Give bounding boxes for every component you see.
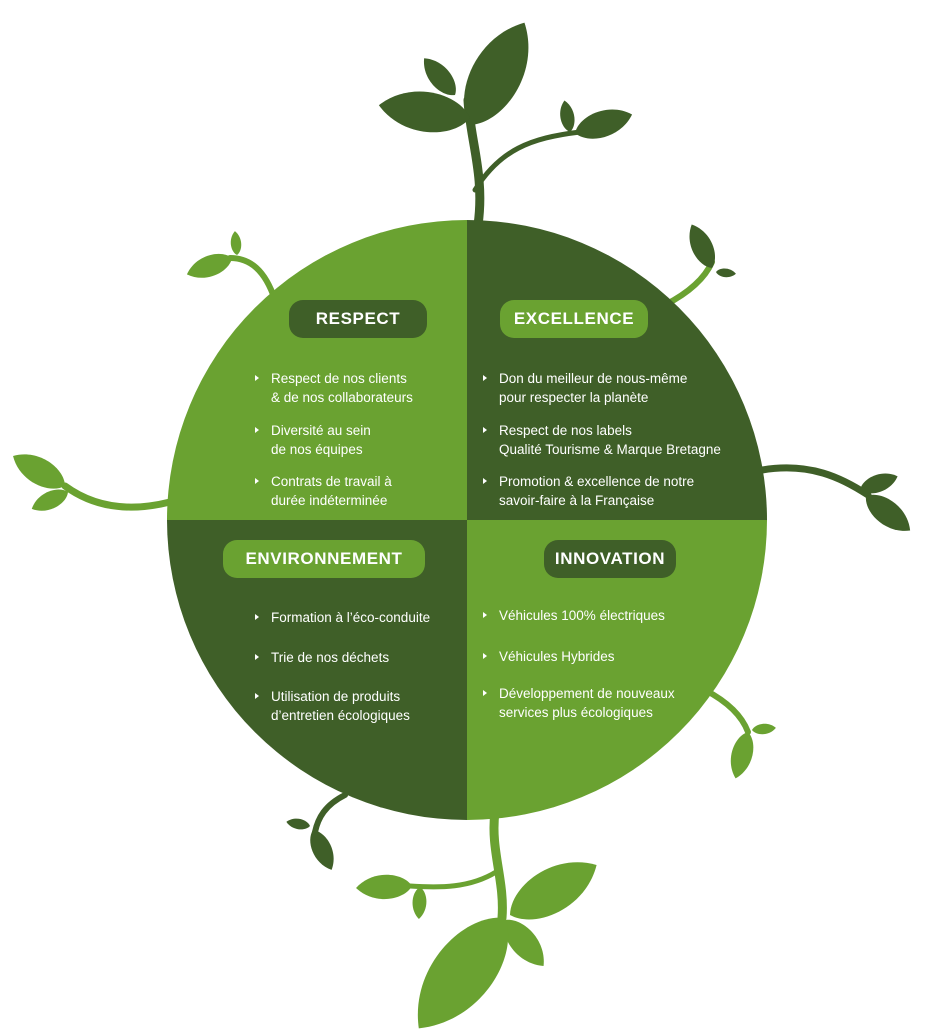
item-line: savoir-faire à la Française	[499, 493, 655, 508]
item-line: Respect de nos clients	[271, 371, 407, 386]
respect-title: RESPECT	[289, 300, 427, 338]
list-item: Respect de nos clients & de nos collabor…	[255, 369, 460, 407]
item-line: Trie de nos déchets	[271, 650, 390, 665]
bullet-icon	[483, 478, 487, 484]
item-line: de nos équipes	[271, 442, 363, 457]
item-line: Développement de nouveaux	[499, 686, 675, 701]
list-item: Don du meilleur de nous-même pour respec…	[483, 369, 748, 407]
item-line: pour respecter la planète	[499, 390, 649, 405]
quadrant-innovation	[467, 520, 767, 820]
excellence-title: EXCELLENCE	[500, 300, 648, 338]
list-item: Respect de nos labels Qualité Tourisme &…	[483, 421, 748, 459]
excellence-list: Don du meilleur de nous-même pour respec…	[483, 369, 748, 510]
bottom-branch-left	[407, 869, 499, 890]
item-line: durée indéterminée	[271, 493, 388, 508]
item-line: Don du meilleur de nous-même	[499, 371, 688, 386]
item-line: Utilisation de produits	[271, 689, 401, 704]
list-item: Trie de nos déchets	[255, 648, 460, 667]
bullet-icon	[483, 427, 487, 433]
leaf-upper-left	[183, 248, 236, 285]
innovation-title: INNOVATION	[544, 540, 676, 578]
item-line: Formation à l’éco-conduite	[271, 610, 431, 625]
item-line: Diversité au sein	[271, 423, 371, 438]
innovation-list: Véhicules 100% électriques Véhicules Hyb…	[483, 606, 723, 722]
environnement-list: Formation à l’éco-conduite Trie de nos d…	[255, 608, 460, 725]
bullet-icon	[483, 612, 487, 618]
leaf-lower-right	[725, 729, 759, 782]
top-branch-right	[472, 129, 583, 193]
leaf-lower-left	[304, 825, 341, 874]
bullet-icon	[483, 690, 487, 696]
right-stem	[758, 464, 872, 499]
left-stem	[61, 482, 174, 511]
bullet-icon	[255, 654, 259, 660]
leaf-bottom-left-tiny	[411, 886, 427, 920]
item-line: Qualité Tourisme & Marque Bretagne	[499, 442, 721, 457]
list-item: Contrats de travail à durée indéterminée	[255, 472, 460, 510]
respect-list: Respect de nos clients & de nos collabor…	[255, 369, 460, 510]
quadrant-excellence	[467, 220, 767, 520]
list-item: Promotion & excellence de notre savoir-f…	[483, 472, 748, 510]
leaf-top-left	[376, 85, 473, 138]
leaf-upper-left-small	[229, 230, 243, 256]
item-line: Véhicules 100% électriques	[499, 608, 665, 623]
list-item: Développement de nouveaux services plus …	[483, 684, 723, 722]
bullet-icon	[483, 653, 487, 659]
leaf-bottom-left-small	[355, 873, 413, 901]
quadrant-environnement	[167, 520, 467, 820]
list-item: Utilisation de produits d’entretien écol…	[255, 687, 460, 725]
item-line: services plus écologiques	[499, 705, 653, 720]
quadrant-respect	[167, 220, 467, 520]
list-item: Véhicules Hybrides	[483, 647, 723, 666]
leaf-lower-right-small	[751, 722, 777, 736]
leaf-top-right-small	[557, 99, 577, 134]
item-line: Véhicules Hybrides	[499, 649, 615, 664]
item-line: Promotion & excellence de notre	[499, 474, 695, 489]
leaf-bottom-large	[394, 899, 529, 1030]
upper-left-stem	[227, 255, 278, 303]
upper-right-stem	[662, 259, 715, 308]
bullet-icon	[255, 427, 259, 433]
bullet-icon	[255, 478, 259, 484]
item-line: d’entretien écologiques	[271, 708, 410, 723]
bullet-icon	[255, 375, 259, 381]
item-line: Contrats de travail à	[271, 474, 392, 489]
leaf-top-right	[570, 102, 637, 146]
environnement-title: ENVIRONNEMENT	[223, 540, 425, 578]
leaf-lower-left-small	[285, 816, 311, 832]
item-line: Respect de nos labels	[499, 423, 632, 438]
list-item: Diversité au sein de nos équipes	[255, 421, 460, 459]
bullet-icon	[255, 693, 259, 699]
lower-left-stem	[312, 792, 348, 835]
list-item: Formation à l’éco-conduite	[255, 608, 460, 627]
leaf-left-upper	[6, 444, 72, 498]
list-item: Véhicules 100% électriques	[483, 606, 723, 625]
leaf-bottom-right	[499, 846, 608, 934]
bullet-icon	[483, 375, 487, 381]
leaf-upper-right	[682, 220, 722, 273]
bullet-icon	[255, 614, 259, 620]
item-line: & de nos collaborateurs	[271, 390, 413, 405]
leaf-upper-right-small	[715, 267, 737, 279]
bottom-stem	[489, 807, 507, 923]
